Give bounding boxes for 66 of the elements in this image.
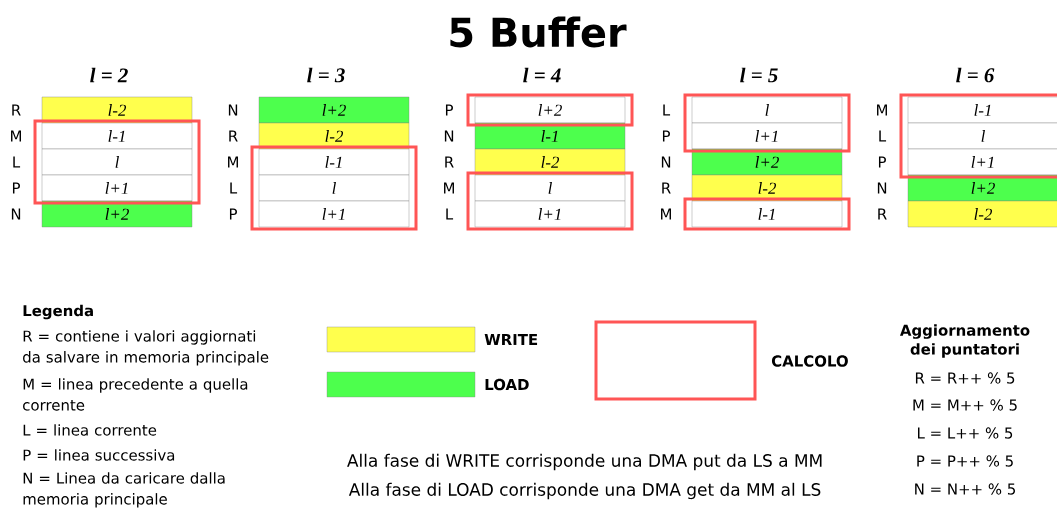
row-letter: M — [11, 130, 21, 142]
row-letter: R — [445, 156, 454, 168]
row-letter: L — [879, 130, 887, 142]
row-letter: M — [661, 208, 671, 220]
section-heading: Aggiornamento dei puntatori — [900, 324, 1030, 358]
row-letter: P — [878, 156, 886, 168]
panel-heading: l = 3 — [307, 67, 345, 83]
row-letter: L — [663, 104, 671, 116]
formula-text: M = M++ % 5 — [913, 399, 1017, 411]
legend-sample — [594, 320, 757, 401]
row-letter: P — [229, 208, 237, 220]
legend-heading: Legenda — [23, 304, 93, 320]
legend-text: M = linea precedente a quella corrente — [23, 378, 248, 411]
buffer-cell: l-1 — [474, 122, 626, 150]
panel-heading: l = 4 — [523, 67, 561, 83]
row-letter: N — [877, 182, 887, 194]
calcolo-frame — [250, 145, 418, 231]
node-label: l — [981, 130, 985, 142]
row-letter: N — [11, 208, 21, 220]
legend-text: R = contiene i valori aggiornati da salvare in memoria principale — [23, 330, 269, 366]
legend-label: LOAD — [485, 378, 529, 391]
panel-heading: l = 5 — [740, 67, 778, 83]
buffer-cell: l+2 — [41, 200, 193, 228]
buffer-cell: l+2 — [907, 174, 1057, 202]
panel-heading: l = 6 — [956, 67, 995, 83]
legend-text: P = linea successiva — [23, 449, 175, 461]
buffer-cell: l-2 — [474, 148, 626, 176]
row-letter: N — [661, 156, 671, 168]
formula-text: P = P++ % 5 — [917, 455, 1013, 467]
row-letter: P — [662, 130, 670, 142]
row-letter: P — [445, 104, 453, 116]
row-letter: L — [230, 182, 238, 194]
calcolo-frame — [466, 171, 634, 231]
legend-label: CALCOLO — [771, 355, 848, 367]
panel-heading: l = 2 — [90, 67, 128, 83]
calcolo-frame — [899, 93, 1057, 179]
title: 5 Buffer — [450, 16, 627, 48]
calcolo-frame — [466, 93, 634, 127]
calcolo-frame — [683, 93, 851, 153]
formula-text: R = R++ % 5 — [915, 372, 1015, 384]
row-letter: R — [229, 130, 238, 142]
row-letter: M — [877, 104, 887, 116]
formula-text: L = L++ % 5 — [918, 427, 1013, 439]
row-letter: P — [12, 182, 20, 194]
legend-label: WRITE — [484, 334, 538, 345]
note-text: Alla fase di LOAD corrisponde una DMA get da MM al LS — [348, 482, 821, 500]
note-text: Alla fase di WRITE corrisponde una DMA put da LS a MM — [347, 453, 822, 471]
row-letter: N — [228, 104, 238, 116]
buffer-cell: l+2 — [258, 96, 410, 124]
row-letter: R — [662, 182, 671, 194]
row-letter: N — [444, 130, 454, 142]
buffer-cell: l-2 — [258, 122, 410, 150]
buffer-cell: l-2 — [691, 174, 843, 202]
calcolo-frame — [33, 119, 201, 205]
row-letter: M — [228, 156, 238, 168]
legend-text: L = linea corrente — [23, 424, 157, 436]
row-letter: R — [12, 104, 21, 116]
calcolo-frame — [683, 197, 851, 231]
row-letter: R — [878, 208, 887, 220]
buffer-cell: l+2 — [691, 148, 843, 176]
formula-text: N = N++ % 5 — [915, 483, 1015, 495]
legend-text: N = Linea da caricare dalla memoria principale — [23, 472, 225, 508]
row-letter: M — [444, 182, 454, 194]
row-letter: L — [446, 208, 454, 220]
buffer-cell: l-2 — [907, 200, 1057, 228]
row-letter: L — [13, 156, 21, 168]
